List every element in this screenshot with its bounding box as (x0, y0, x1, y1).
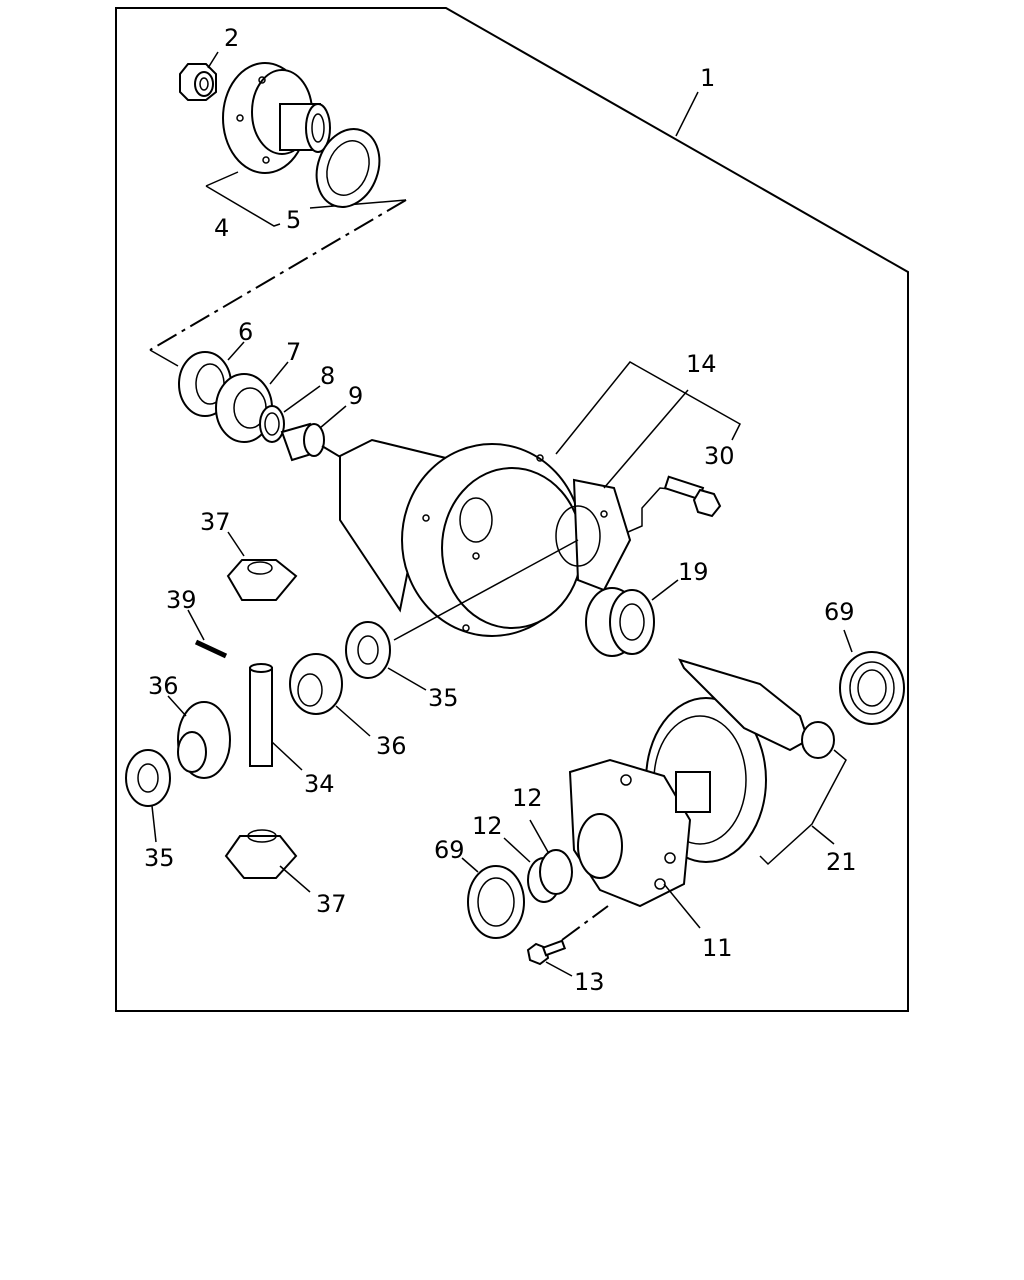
lock-pin-part (187, 609, 228, 659)
pinion-gear-middle-part (289, 653, 371, 737)
side-gear-upper-part (226, 531, 298, 601)
callout-11: 11 (702, 934, 733, 962)
callout-37-bottom: 37 (316, 890, 347, 918)
callout-34: 34 (304, 770, 335, 798)
callout-9: 9 (348, 382, 363, 410)
callout-37-top: 37 (200, 508, 231, 536)
thrust-washer-upper-part (345, 621, 427, 691)
callout-35-lower: 35 (144, 844, 175, 872)
thrust-washer-lower-part (125, 749, 171, 843)
side-bearing-part (585, 579, 679, 657)
axis-pinion (321, 445, 343, 459)
differential-case-part (568, 758, 711, 929)
callout-13: 13 (574, 968, 605, 996)
callout-12-right: 12 (512, 784, 543, 812)
pinion-gear-left-part (167, 695, 231, 779)
callout-19: 19 (678, 558, 709, 586)
companion-flange-part (222, 62, 331, 174)
flange-nut-part (179, 51, 219, 101)
callout-12-left: 12 (472, 812, 503, 840)
side-gear-lower-part (224, 829, 311, 893)
pinion-bearing-part (215, 361, 289, 443)
cross-shaft-part (249, 663, 303, 771)
leader-21 (759, 749, 847, 866)
callout-5: 5 (286, 206, 301, 234)
callout-36-left: 36 (148, 672, 179, 700)
shim-part (259, 385, 321, 443)
callout-14: 14 (686, 350, 717, 378)
callout-8: 8 (320, 362, 335, 390)
assembly-frame (115, 7, 909, 1012)
callout-21: 21 (826, 848, 857, 876)
oil-seal-part (315, 128, 381, 208)
bearing-cap-bolt-part (663, 475, 722, 518)
axis-flange (149, 199, 407, 351)
callout-36-middle: 36 (376, 732, 407, 760)
bearing-lower-part (461, 857, 525, 939)
callout-2: 2 (224, 24, 239, 52)
axis-tick (149, 349, 179, 367)
callout-69-bottom: 69 (434, 836, 465, 864)
callout-6: 6 (238, 318, 253, 346)
leader-4-5 (205, 171, 407, 227)
callout-4: 4 (214, 214, 229, 242)
callout-69-top: 69 (824, 598, 855, 626)
ring-gear-bolt-part (526, 905, 609, 977)
collapsible-spacer-part (280, 405, 347, 462)
callout-39: 39 (166, 586, 197, 614)
callout-7: 7 (286, 338, 301, 366)
shim-ring-parts (503, 819, 573, 903)
callout-35-upper: 35 (428, 684, 459, 712)
bearing-upper-part (839, 629, 905, 725)
callout-1: 1 (700, 64, 715, 92)
leader-1 (675, 91, 699, 137)
carrier-housing-part (339, 438, 632, 637)
callout-30: 30 (704, 442, 735, 470)
